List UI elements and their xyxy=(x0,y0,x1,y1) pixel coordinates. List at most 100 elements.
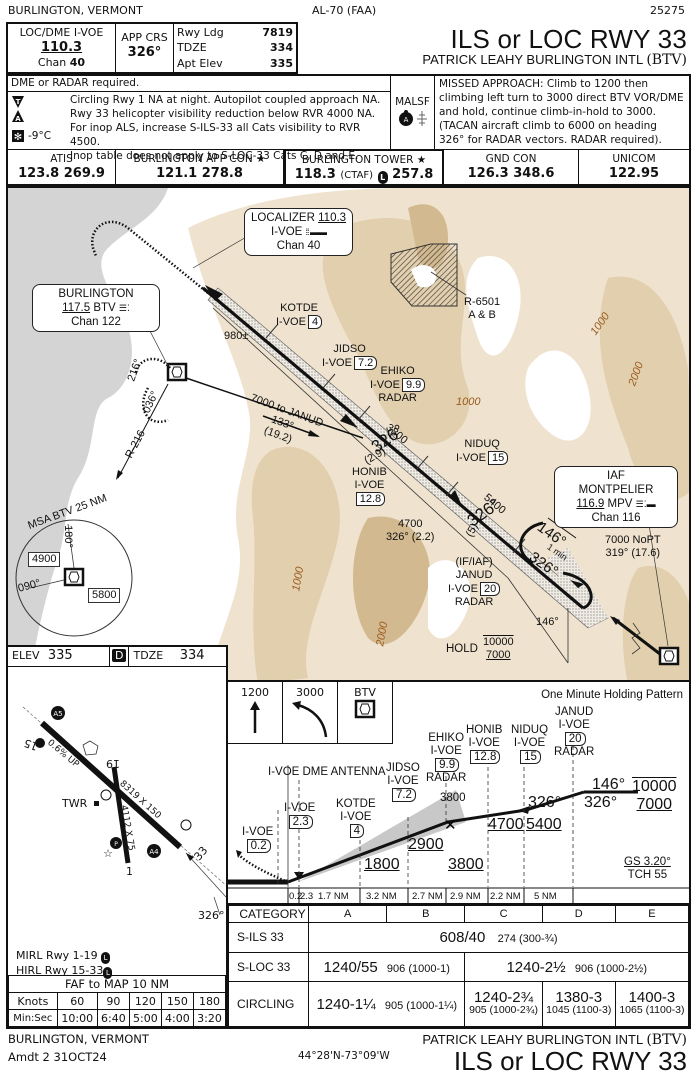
procedure-title: ILS or LOC RWY 33 xyxy=(450,24,687,54)
circling-label: CIRCLING xyxy=(228,981,309,1027)
fix-name: JANUD xyxy=(554,706,594,718)
tdze: 334 xyxy=(270,41,293,55)
distance-label: 2.9 NM xyxy=(450,891,481,902)
missed-approach-icons: 1200 3000 BTV xyxy=(228,682,393,744)
comm-label: BURLINGTON TOWER ★ xyxy=(301,154,427,166)
header-procedure-number: 25275 xyxy=(650,4,685,17)
svg-text:A: A xyxy=(403,116,408,124)
btv-ident: BTV xyxy=(93,302,116,314)
malsf-icon: A xyxy=(398,110,427,126)
fix-name: JANUD xyxy=(455,569,493,581)
dme-antenna-marker xyxy=(294,872,304,880)
time-cell: 6:40 xyxy=(96,1009,130,1027)
footer-procedure-title: ILS or LOC RWY 33 xyxy=(453,1046,687,1076)
ma-fix-box: BTV xyxy=(338,682,393,743)
fix-dme-label: I-VOE xyxy=(387,775,419,787)
circling-e-mda: 1400-3 xyxy=(628,989,676,1007)
fix-dme-label: I-VOE xyxy=(456,452,486,464)
circling-d-mda: 1380-3 xyxy=(555,989,603,1007)
mpv-freq: 116.9 xyxy=(576,498,605,510)
notes-text: Circling Rwy 1 NA at night. Autopilot co… xyxy=(70,92,390,163)
plan-view-graphics xyxy=(8,188,689,680)
comm-freq: 123.8 269.9 xyxy=(18,166,105,181)
profile-fix-ehiko: EHIKO I-VOE 9.9 RADAR xyxy=(426,732,466,785)
profile-fix-2-3: I-VOE 2.3 xyxy=(284,802,315,829)
notes-icons: T A ✻ -9°C xyxy=(8,92,70,163)
s-loc-label: S-LOC 33 xyxy=(228,951,309,983)
contour-label: 1000 xyxy=(456,396,481,408)
profile-fix-niduq: NIDUQ I-VOE 15 xyxy=(511,724,548,764)
profile-fix-jidso: JIDSO I-VOE 7.2 xyxy=(386,762,420,802)
time-cell: 3:20 xyxy=(192,1009,227,1027)
threshold-crossing-height: TCH 55 xyxy=(627,869,668,881)
fix-dme-label: I-VOE xyxy=(276,316,306,328)
comm-freq: 121.1 278.8 xyxy=(156,166,243,181)
ma-climb-box: 1200 xyxy=(228,682,283,743)
hold-min-alt: 7000 xyxy=(486,649,511,661)
fix-dme-label: I-VOE xyxy=(354,479,385,491)
hold-max-alt: 10000 xyxy=(632,778,677,795)
fix-dme: 7.2 xyxy=(353,356,378,370)
comm-freq: 122.95 xyxy=(608,166,660,181)
fix-dme-label: I-VOE xyxy=(558,719,590,731)
profile-gs-course: 326° xyxy=(528,794,562,811)
obstacle-label: 980± xyxy=(224,330,249,342)
distance-label: 2.7 NM xyxy=(412,891,443,902)
svg-text:A4: A4 xyxy=(149,848,159,856)
arrow-up-icon xyxy=(250,701,260,733)
circling-d-hat: 1045 (1100-3) xyxy=(546,1004,612,1017)
profile-hold-outbound: 146° xyxy=(592,776,626,793)
morse-code-icon: ☰⁚▬ xyxy=(635,499,656,509)
fix-dme: 12.8 xyxy=(470,750,501,764)
app-crs-cell: APP CRS 326° xyxy=(116,24,174,72)
runway-15-33 xyxy=(39,720,183,850)
mpv-vor-icon xyxy=(658,646,680,666)
comm-label: UNICOM xyxy=(612,153,656,165)
localizer-course xyxy=(201,286,585,610)
pilot-controlled-lighting-icon: L xyxy=(103,967,113,979)
fix-dme: 9.9 xyxy=(435,758,460,772)
fix-radar: RADAR xyxy=(426,772,467,784)
rwy-ldg: 7819 xyxy=(262,26,293,39)
speed-cell: 120 xyxy=(128,992,162,1010)
faf-map-title: FAF to MAP 10 NM xyxy=(8,975,226,993)
terminal-building xyxy=(82,740,99,756)
notes-section: DME or RADAR required. T A ✻ xyxy=(8,76,391,162)
profile-alt-5400: 5400 xyxy=(526,816,562,833)
profile-alt-1800: 1800 xyxy=(364,856,400,873)
speed-cell: 60 xyxy=(56,992,98,1010)
elev-label: ELEV xyxy=(12,649,40,662)
comm-atis: ATIS 123.8 269.9 xyxy=(8,150,116,184)
profile-hold-altitudes: 10000 7000 xyxy=(632,778,677,814)
cold-temp-value: -9°C xyxy=(28,130,52,142)
loc-freq: 110.3 xyxy=(318,212,347,224)
msa-bearing-180: 180° xyxy=(61,525,74,548)
runway-end-19: 19 xyxy=(106,757,120,770)
btv-holding-pattern xyxy=(134,357,171,423)
missed-approach-text: MISSED APPROACH: Climb to 1200 then clim… xyxy=(439,78,684,146)
nav-label: LOC/DME I-VOE xyxy=(19,26,104,39)
comm-freq-uhf: 257.8 xyxy=(392,167,434,182)
localizer-box: LOCALIZER 110.3 I-VOE ⁞⁞ ▬▬ Chan 40 xyxy=(244,208,354,256)
restricted-sub: A & B xyxy=(468,309,496,321)
airport-name-text: PATRICK LEAHY BURLINGTON INTL xyxy=(422,52,643,67)
left-turn-arrow-icon xyxy=(292,701,328,738)
hold-min-alt: 7000 xyxy=(636,796,673,813)
nav-chan: 40 xyxy=(69,56,86,69)
fix-dme-label: I-VOE xyxy=(340,811,372,823)
footer-location: BURLINGTON, VERMONT Amdt 2 31OCT24 xyxy=(8,1030,149,1066)
hold-altitudes: 10000 7000 xyxy=(483,636,514,662)
speed-cell: 90 xyxy=(96,992,130,1010)
footer-airport: PATRICK LEAHY BURLINGTON INTL (BTV) xyxy=(422,1032,687,1048)
circling-c-hat: 905 (1000-2¾) xyxy=(469,1004,538,1017)
speed-cell: 180 xyxy=(192,992,227,1010)
fix-dme: 7.2 xyxy=(391,788,416,802)
beacon-icon: ☆ xyxy=(103,847,113,860)
ctaf-label: (CTAF) xyxy=(340,170,374,181)
s-ils-da-vis: 608/40 xyxy=(439,928,486,946)
app-crs: 326° xyxy=(127,45,162,60)
lighting-label: MALSF xyxy=(395,96,430,108)
note-line: Rwy 33 helicopter visibility reduction b… xyxy=(70,108,376,120)
